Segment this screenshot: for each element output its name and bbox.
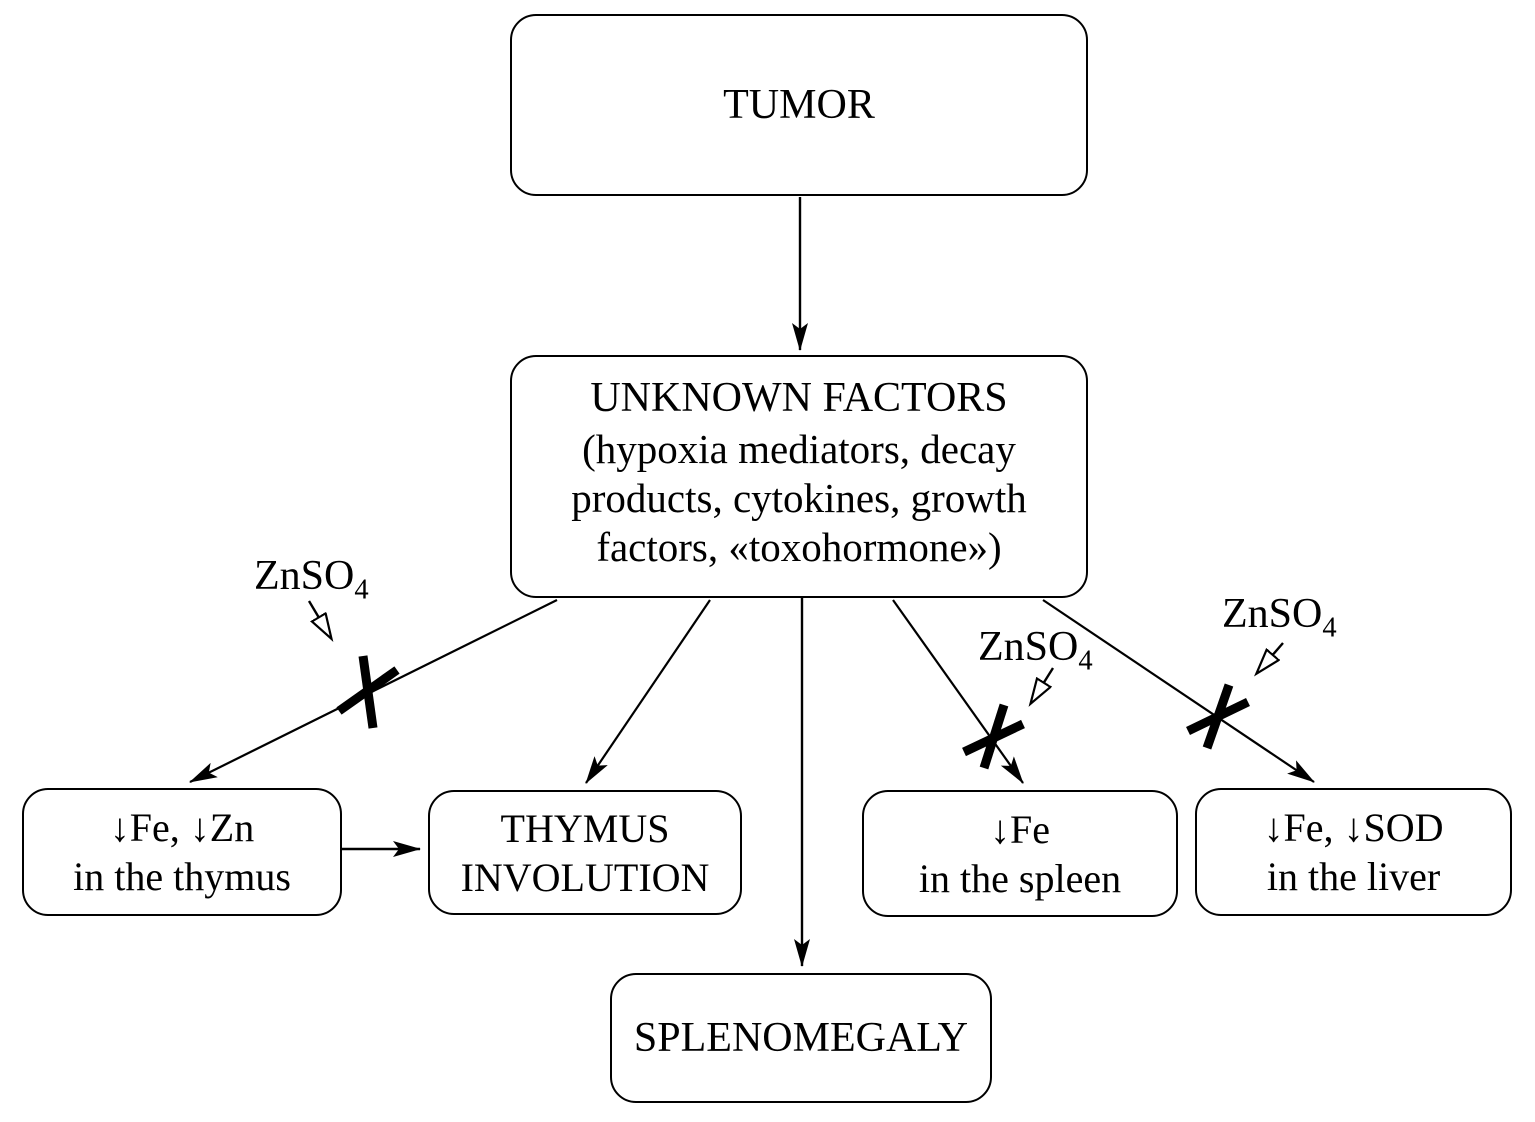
node-splenomegaly: SPLENOMEGALY [610, 973, 992, 1103]
znso4-label-thymus: ZnSO4 [254, 553, 369, 613]
node-liver-levels-line1: ↓Fe, ↓SOD [1263, 805, 1444, 850]
znso4-formula: ZnSO [1222, 591, 1323, 637]
arrow-unknown-to-liver-levels [1042, 599, 1315, 783]
arrow-unknown-to-thymus-involution [585, 599, 711, 784]
znso4-formula: ZnSO [978, 624, 1079, 670]
node-liver-levels: ↓Fe, ↓SOD in the liver [1195, 788, 1512, 916]
arrow-unknown-to-spleen-levels [892, 599, 1024, 784]
node-thymus-levels: ↓Fe, ↓Zn in the thymus [22, 788, 342, 916]
znso4-pointer-arrow-spleen [1031, 667, 1055, 703]
znso4-label-spleen: ZnSO4 [978, 624, 1093, 684]
node-splenomegaly-label: SPLENOMEGALY [633, 1015, 969, 1061]
znso4-subscript: 4 [1078, 645, 1093, 677]
inhibition-cross-spleen [962, 703, 1025, 770]
node-tumor-label: TUMOR [723, 82, 875, 128]
inhibition-cross-liver [1186, 683, 1250, 750]
znso4-formula: ZnSO [254, 553, 355, 599]
node-thymus-levels-line1: ↓Fe, ↓Zn [109, 805, 255, 850]
node-spleen-levels: ↓Fe in the spleen [862, 790, 1178, 917]
node-liver-levels-line2: in the liver [1266, 854, 1441, 899]
node-unknown-factors-subtitle-line: products, cytokines, growth [571, 475, 1027, 521]
znso4-label-liver: ZnSO4 [1222, 591, 1337, 651]
node-unknown-factors-title: UNKNOWN FACTORS [590, 375, 1008, 421]
node-unknown-factors-subtitle-line: (hypoxia mediators, decay [582, 426, 1016, 472]
node-unknown-factors-subtitle-line: factors, «toxohormone») [596, 524, 1002, 570]
inhibition-cross-thymus [336, 655, 400, 729]
node-spleen-levels-line2: in the spleen [918, 855, 1122, 901]
node-spleen-levels-line1: ↓Fe [990, 806, 1050, 852]
node-unknown-factors: UNKNOWN FACTORS (hypoxia mediators, deca… [510, 355, 1088, 598]
node-thymus-levels-line2: in the thymus [73, 854, 291, 899]
znso4-subscript: 4 [1322, 612, 1337, 644]
node-thymus-involution-line2: INVOLUTION [460, 854, 710, 900]
znso4-subscript: 4 [354, 574, 369, 606]
znso4-pointer-arrow-thymus [307, 600, 331, 638]
znso4-pointer-arrow-liver [1257, 642, 1284, 673]
node-thymus-involution-line1: THYMUS [500, 805, 670, 851]
node-thymus-involution: THYMUS INVOLUTION [428, 790, 742, 915]
node-tumor: TUMOR [510, 14, 1088, 196]
